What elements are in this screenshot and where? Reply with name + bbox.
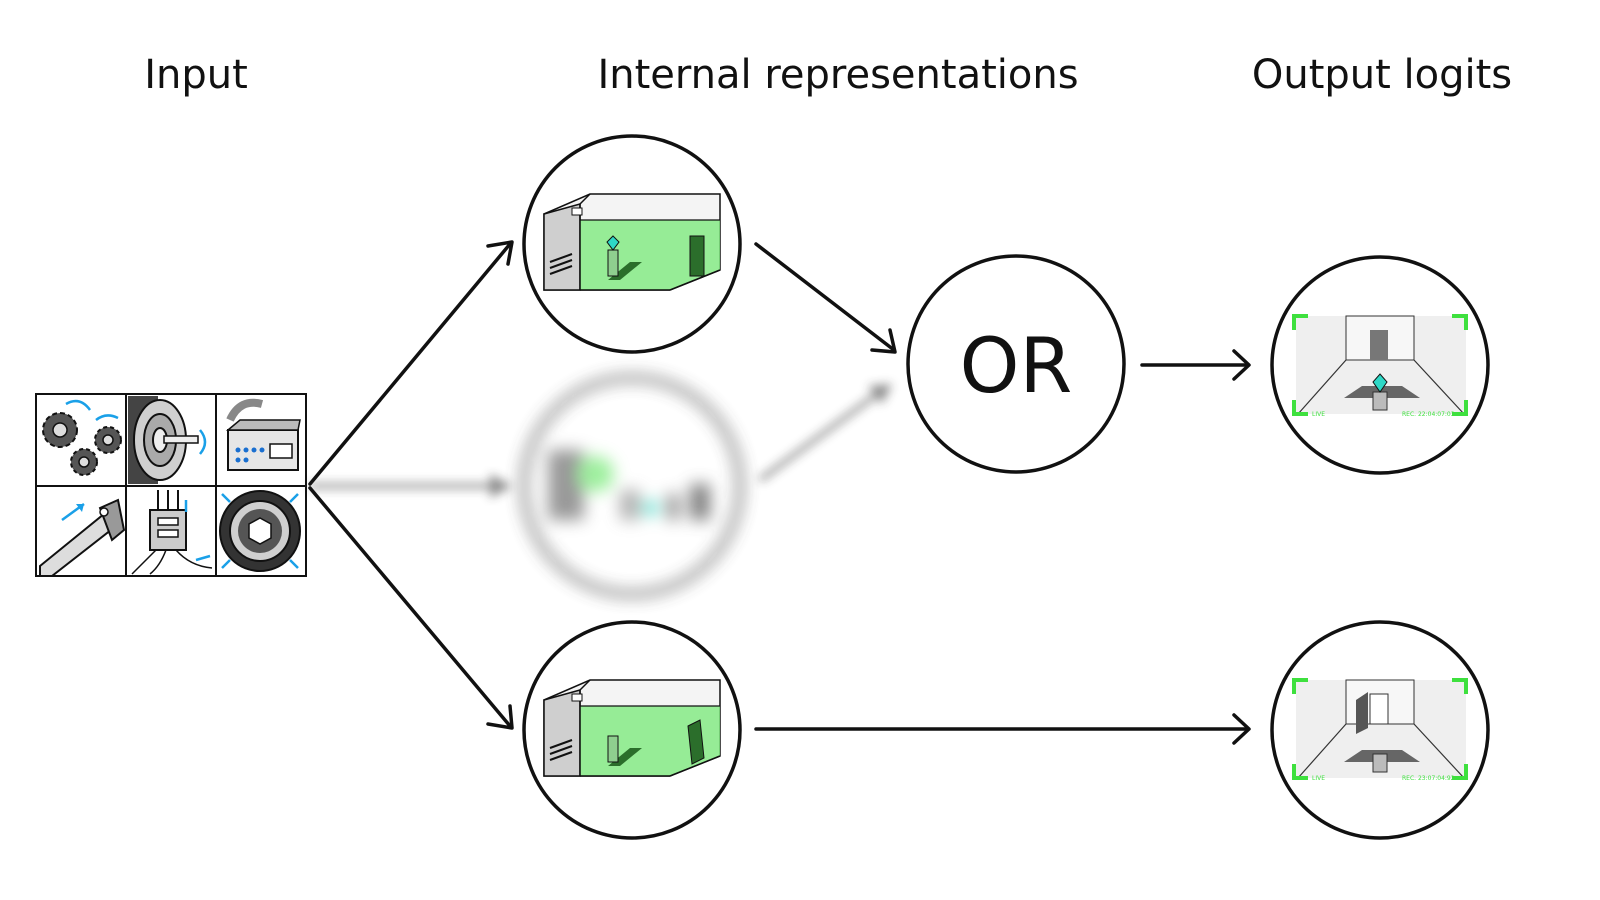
switch-icon: [131, 490, 213, 575]
arrow-input-to-top: [308, 240, 514, 486]
lens-icon: [219, 490, 301, 572]
arrow-bottom-to-output-bottom: [754, 713, 1251, 745]
arrow-input-to-middle-blurred: [310, 474, 512, 498]
heading-input: Input: [144, 52, 248, 98]
rec-timestamp-bottom: REC. 23:07:04:92: [1402, 775, 1455, 782]
output-logit-top: LIVE REC. 22:04:07:03: [1270, 255, 1490, 475]
arrow-input-to-bottom: [308, 486, 514, 730]
arrow-or-to-output-top: [1140, 349, 1251, 381]
motor-icon: [128, 396, 207, 484]
or-label: OR: [960, 321, 1073, 410]
representation-bottom: [522, 620, 742, 840]
arrow-top-to-or: [754, 242, 897, 354]
heading-output-logits: Output logits: [1251, 52, 1513, 98]
representation-middle-blurred: [521, 375, 743, 597]
or-node: OR: [906, 254, 1126, 474]
representation-top: [522, 134, 742, 354]
heading-internal-representations: Internal representations: [597, 52, 1079, 98]
rec-timestamp-top: REC. 22:04:07:03: [1402, 411, 1455, 418]
gears-icon: [42, 399, 122, 476]
live-indicator-bottom: LIVE: [1312, 775, 1325, 782]
control-box-icon: [225, 398, 301, 471]
input-image: [35, 393, 307, 577]
robot-arm-icon: [39, 498, 126, 577]
output-logit-bottom: LIVE REC. 23:07:04:92: [1270, 620, 1490, 840]
arrow-middle-to-or-blurred: [758, 384, 892, 483]
live-indicator-top: LIVE: [1312, 411, 1325, 418]
